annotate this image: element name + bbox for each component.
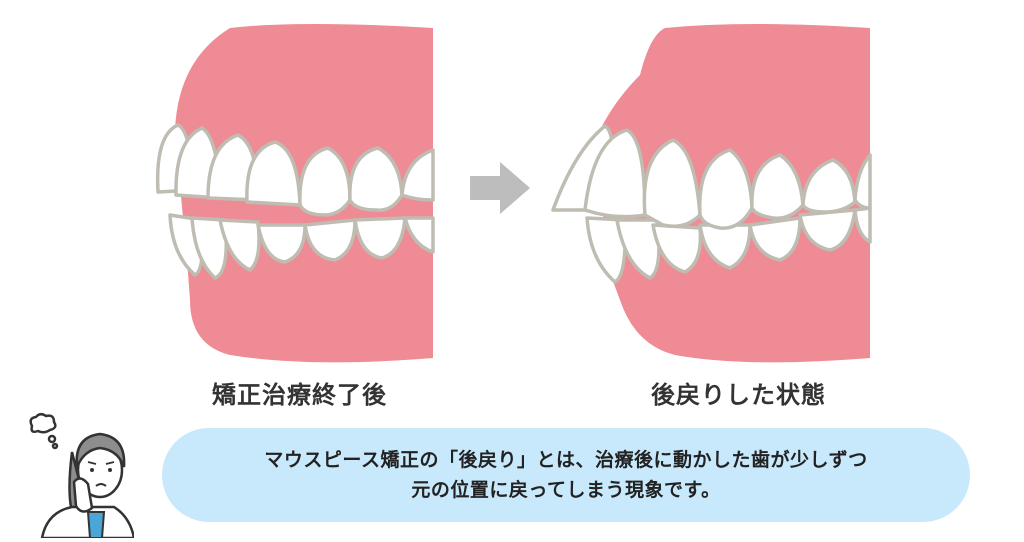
caption-before-treatment: 矯正治療終了後: [212, 381, 387, 409]
relapsed-teeth-icon: [551, 24, 872, 363]
arrow-right-icon: [470, 162, 532, 214]
explanation-line-2: 元の位置に戻ってしまう現象です。: [411, 479, 721, 501]
worried-woman-icon: [22, 412, 136, 540]
caption-after-relapse: 後戻りした状態: [651, 381, 826, 409]
aligned-teeth-icon: [155, 24, 435, 363]
thought-bubble-icon: [29, 413, 59, 450]
explanation-line-1: マウスピース矯正の「後戻り」とは、治療後に動かした歯が少しずつ: [264, 449, 868, 471]
explanation-bubble: マウスピース矯正の「後戻り」とは、治療後に動かした歯が少しずつ 元の位置に戻って…: [162, 428, 970, 522]
relapsed-teeth-illustration: [545, 20, 875, 365]
before-treatment-illustration: [150, 20, 440, 365]
